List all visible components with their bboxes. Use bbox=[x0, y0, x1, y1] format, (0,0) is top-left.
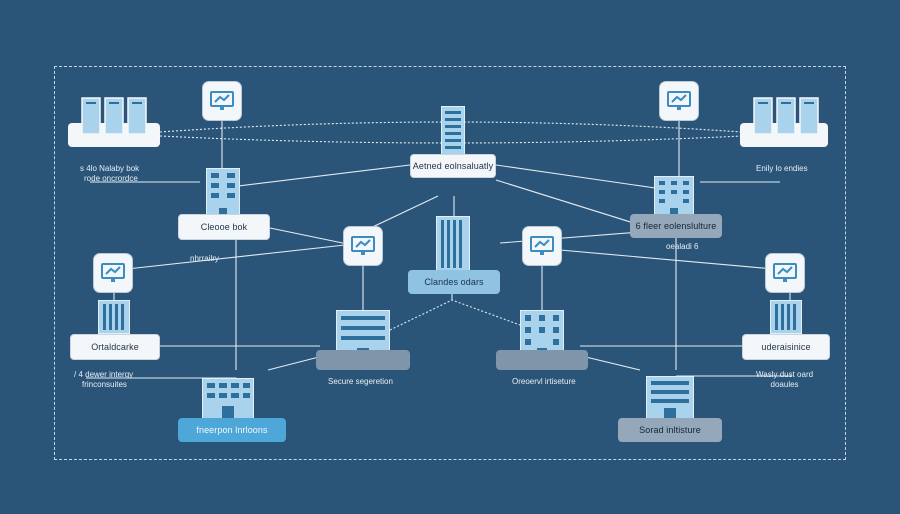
monitor-icon bbox=[523, 227, 561, 265]
office-building-icon bbox=[770, 300, 802, 334]
connector bbox=[159, 121, 743, 133]
connector bbox=[495, 179, 641, 226]
node-center-right-base bbox=[496, 350, 588, 370]
monitor-icon bbox=[94, 254, 132, 292]
connector bbox=[559, 249, 786, 271]
label-right-mid: oealadi 6 bbox=[666, 242, 699, 251]
server-rack-icon bbox=[740, 97, 828, 147]
node-left-lower: Ortaldcarke bbox=[70, 334, 160, 360]
monitor-icon bbox=[344, 227, 382, 265]
server-rack-icon bbox=[68, 97, 160, 147]
network-boundary bbox=[54, 66, 846, 460]
office-building-icon bbox=[441, 106, 465, 158]
office-building-icon bbox=[646, 376, 694, 424]
monitor-icon bbox=[766, 254, 804, 292]
connector bbox=[159, 135, 743, 144]
connector bbox=[117, 244, 346, 271]
caption-center-right: Oreoervl irtiseture bbox=[512, 377, 576, 386]
office-building-icon bbox=[202, 378, 254, 422]
node-center: Clandes odars bbox=[408, 270, 500, 294]
node-right-bottom: Sorad inltisture bbox=[618, 418, 722, 442]
caption-center-left: Secure segeretion bbox=[328, 377, 393, 386]
node-left-mid: Cleooe bok bbox=[178, 214, 270, 240]
node-right-mid: 6 fleer eolenslulture bbox=[630, 214, 722, 238]
node-left-bottom: fneerpon lnrloons bbox=[178, 418, 286, 442]
connector bbox=[495, 164, 656, 189]
label-left-mid: nhrrailry bbox=[190, 254, 219, 263]
office-building-icon bbox=[206, 168, 240, 220]
label-right-top: Enily lo endies bbox=[756, 164, 808, 173]
office-building-icon bbox=[436, 216, 470, 272]
monitor-icon bbox=[203, 82, 241, 120]
node-top-center: Aetned eolnsaluatly bbox=[410, 154, 496, 178]
office-building-icon bbox=[98, 300, 130, 334]
connector bbox=[221, 164, 411, 189]
node-center-left-base bbox=[316, 350, 410, 370]
office-building-icon bbox=[654, 176, 694, 220]
node-right-lower: uderaisinice bbox=[742, 334, 830, 360]
monitor-icon bbox=[660, 82, 698, 120]
